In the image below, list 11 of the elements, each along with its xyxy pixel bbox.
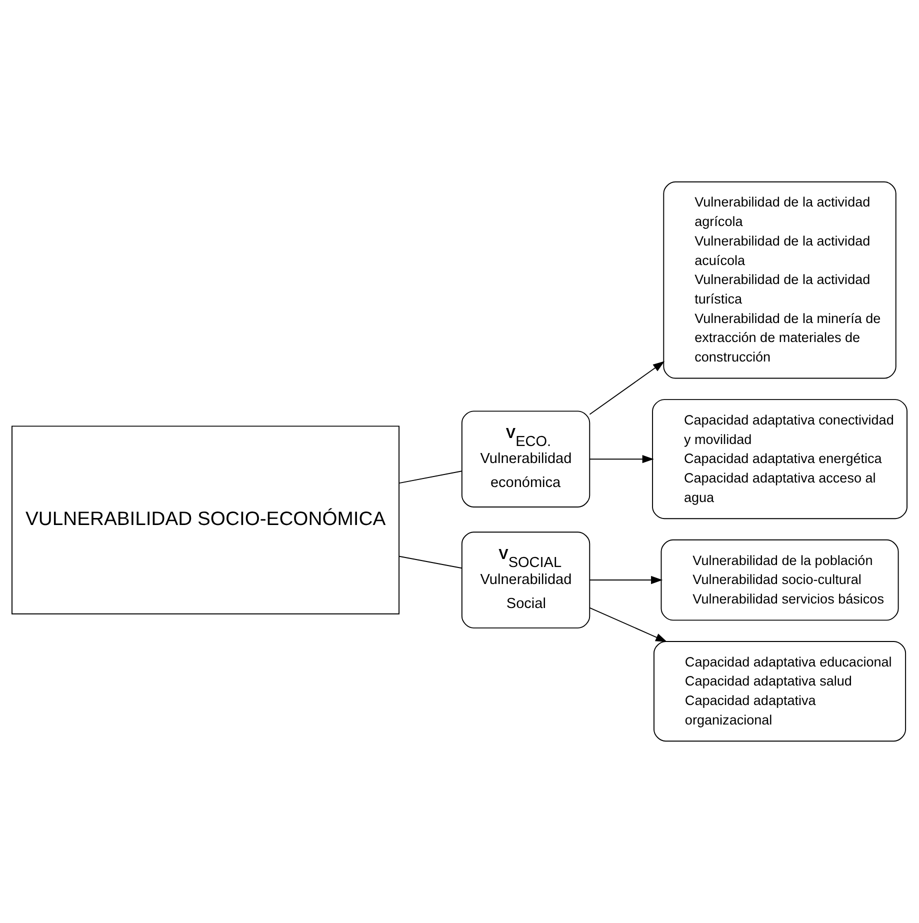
arrow: [589, 455, 654, 464]
node-box: VULNERABILIDAD SOCIO-ECONÓMICA: [12, 426, 400, 614]
node-box: Vulnerabilidad de la población Vulnerabilidad socio-cultural Vulnerabilidad servicios básicos: [660, 539, 899, 621]
arrow: [589, 361, 665, 415]
connector: [398, 556, 462, 569]
arrow: [589, 576, 663, 584]
node-box: Capacidad adaptativa educacional Capacidad adaptativa salud Capacidad adaptativa organizacional: [654, 640, 906, 742]
connector: [398, 470, 462, 484]
node-box: Vulnerabilidad de la actividad agrícola Vulnerabilidad de la actividad acuícola Vulnerabilidad de la actividad turística Vulnerabilidad de la minería de extracción de materiales de construcción: [663, 181, 896, 379]
node-box: Capacidad adaptativa conectividad y movilidad Capacidad adaptativa energética Capacidad adaptativa acceso al agua: [652, 399, 908, 520]
arrow: [589, 607, 668, 642]
